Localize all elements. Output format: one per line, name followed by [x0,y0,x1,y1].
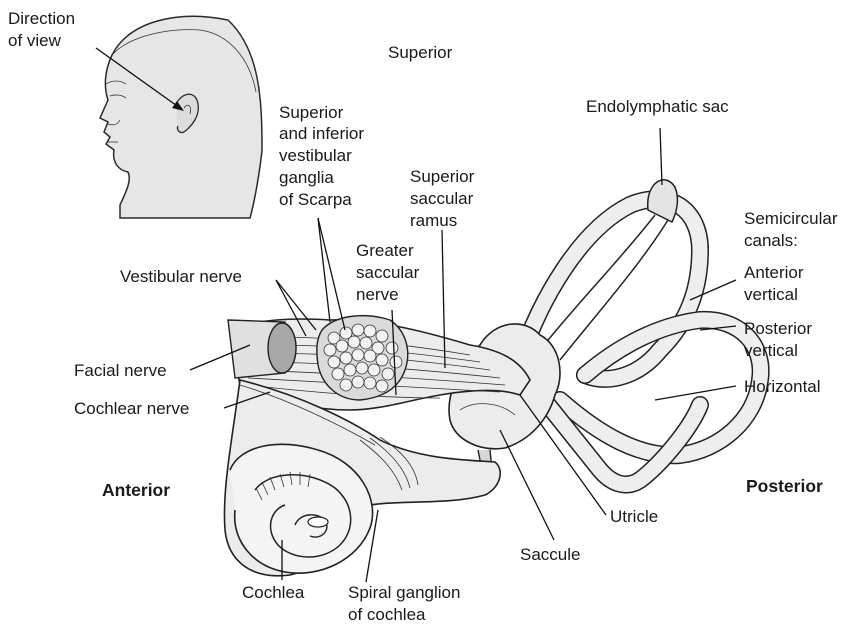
label-cochlear-nerve: Cochlear nerve [74,399,189,418]
label-facial-nerve: Facial nerve [74,361,167,380]
label-cochlea: Cochlea [242,583,305,602]
label-posterior: Posterior [746,476,823,496]
label-horizontal: Horizontal [744,377,821,396]
label-spiral-ganglion: Spiral ganglion of cochlea [348,583,465,624]
label-direction-of-view: Direction of view [8,9,80,50]
head-profile-illustration [100,16,262,218]
label-saccule: Saccule [520,545,580,564]
label-anterior-vertical: Anterior vertical [744,263,808,304]
label-utricle: Utricle [610,507,658,526]
label-semicircular-canals: Semicircular canals: [744,209,842,250]
label-vestibular-nerve: Vestibular nerve [120,267,242,286]
label-superior-saccular-ramus: Superior saccular ramus [410,167,479,230]
label-greater-saccular-nerve: Greater saccular nerve [356,241,424,304]
label-endolymphatic-sac: Endolymphatic sac [586,97,729,116]
label-anterior: Anterior [102,480,170,500]
label-ganglia-of-scarpa: Superior and inferior vestibular ganglia… [279,103,369,209]
semicircular-canals [520,180,761,485]
label-superior: Superior [388,43,453,62]
